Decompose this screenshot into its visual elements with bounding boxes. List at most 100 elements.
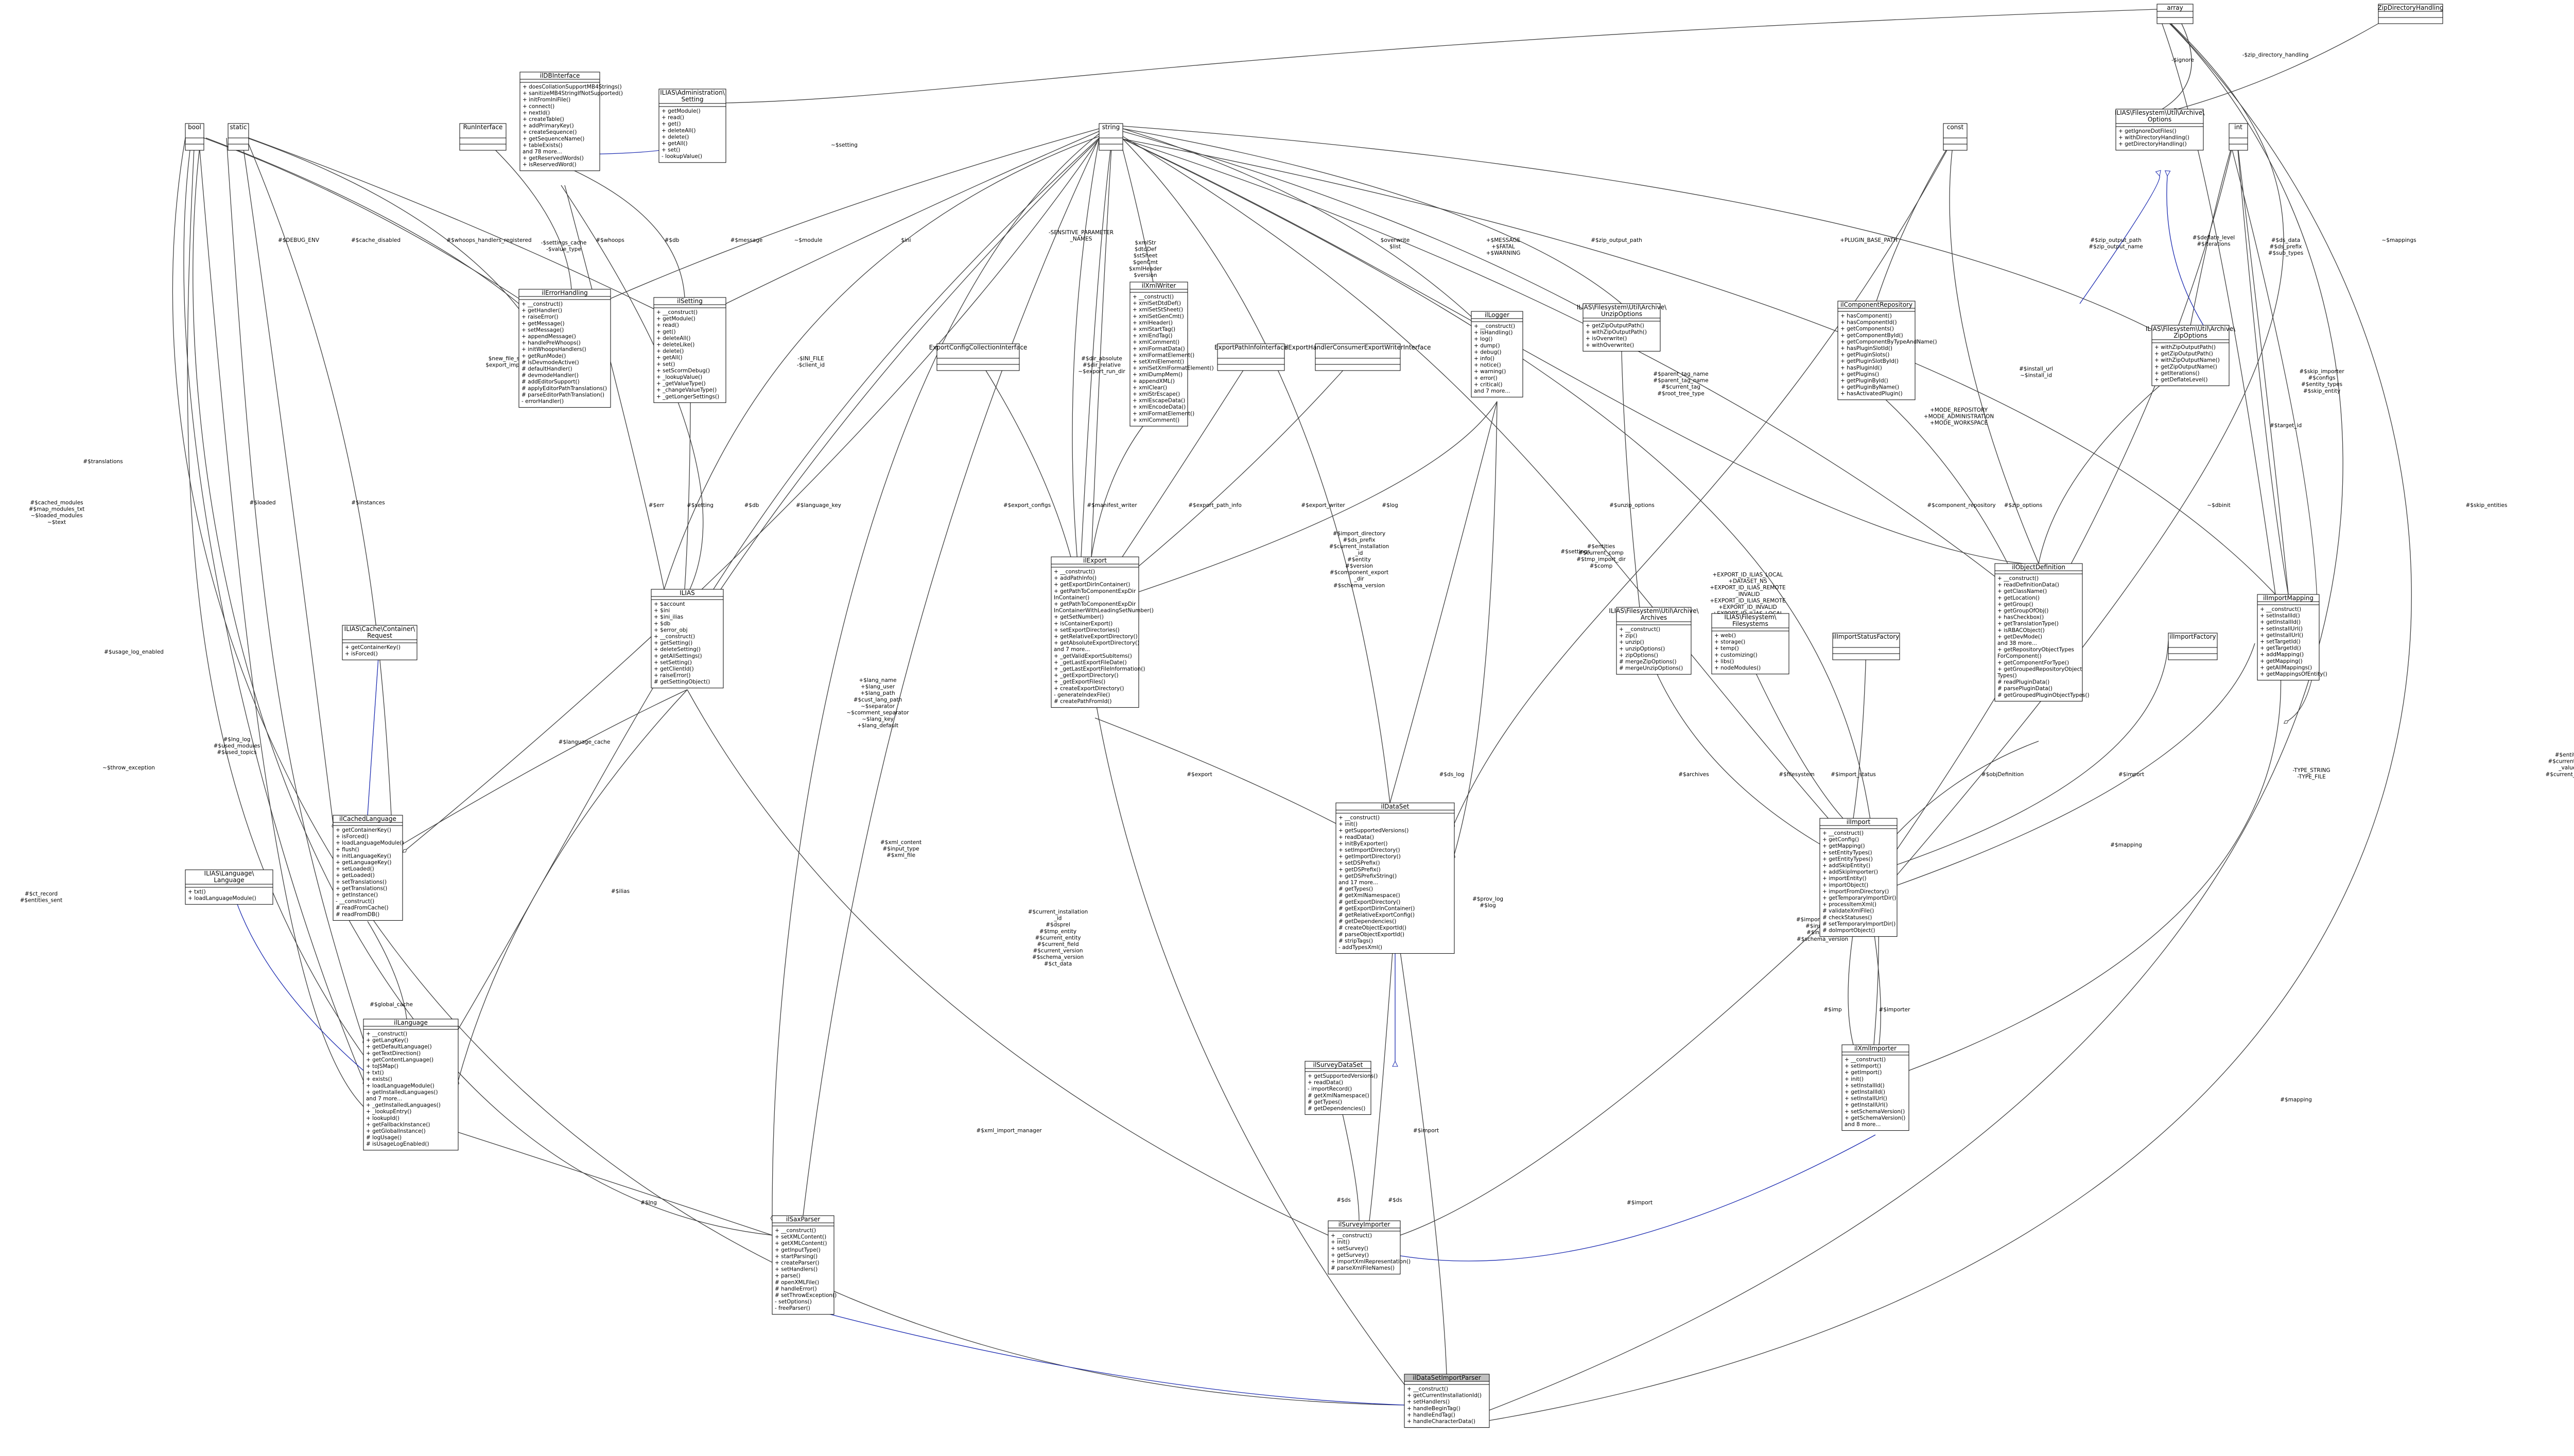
edge-label-module: ~$module xyxy=(794,237,823,243)
class-member: + createExportDirectory() xyxy=(1054,686,1124,692)
class-member: + setInstallUrl() xyxy=(1845,1096,1887,1102)
edge-label-instances: #$instances xyxy=(351,500,385,506)
class-node-string[interactable]: string xyxy=(1099,123,1123,151)
class-member: + debug() xyxy=(1474,349,1501,355)
class-member: + getEntityTypes() xyxy=(1822,856,1873,862)
class-box xyxy=(2151,325,2230,387)
class-node-const[interactable]: const xyxy=(1943,123,1968,151)
class-node-ilexport[interactable]: ilExport+ __construct()+ addPathInfo()+ … xyxy=(1051,556,1154,708)
class-node-fsfilesystems[interactable]: ILIAS\Filesystem\Filesystems+ web()+ sto… xyxy=(1711,613,1789,675)
class-title: ilImport xyxy=(1847,818,1871,826)
class-member: + toJSMap() xyxy=(366,1063,398,1069)
class-member: # stripTags() xyxy=(1338,938,1373,944)
collaboration-edge xyxy=(1891,640,2169,868)
class-member: + addSkipEntity() xyxy=(1822,863,1870,869)
class-node-zipdirhandling[interactable]: ZipDirectoryHandling xyxy=(2378,4,2444,24)
class-node-array[interactable]: array xyxy=(2156,4,2194,24)
edge-label-skip-entities: #$skip_entities xyxy=(2466,502,2508,508)
class-node-cachercontainer[interactable]: ILIAS\Cache\Container\Request+ getContai… xyxy=(342,625,418,660)
class-node-language[interactable]: ilLanguage+ __construct()+ getLangKey()+… xyxy=(363,1019,459,1151)
class-node-archives[interactable]: ILIAS\Filesystem\Util\Archive\Archives+ … xyxy=(1609,607,1699,675)
class-title: ILIAS\Language\Language xyxy=(204,870,255,884)
edge-label-export-path: #$export_path_info xyxy=(1188,502,1242,508)
collaboration-edge xyxy=(662,136,1100,595)
collaboration-edge xyxy=(193,137,778,1238)
class-member: + xmlEndTag() xyxy=(1133,333,1172,339)
collaboration-edge xyxy=(1876,391,2011,569)
class-member: + setTargetId() xyxy=(2260,639,2301,645)
class-node-surveydataset[interactable]: ilSurveyDataSet+ getSupportedVersions()+… xyxy=(1305,1061,1378,1115)
class-node-runinterface[interactable]: RunInterface xyxy=(459,123,507,151)
class-box xyxy=(1837,301,1916,400)
class-member: + set() xyxy=(662,147,680,153)
class-member: + getComponentById() xyxy=(1840,332,1903,339)
class-member: + getConfig() xyxy=(1822,837,1859,843)
class-member: + _getValueType() xyxy=(656,381,706,387)
class-node-archiveoptions[interactable]: ILIAS\Filesystem\Util\Archive\Options+ g… xyxy=(2115,109,2205,151)
collaboration-edge xyxy=(1094,717,1341,827)
class-member: + read() xyxy=(656,322,679,328)
collaboration-edge xyxy=(2156,10,2278,600)
class-member: # readFromDB() xyxy=(336,911,379,918)
class-member: + getInstallUrl() xyxy=(2260,632,2303,638)
collaboration-edge xyxy=(1089,407,1159,563)
class-node-componentrepo[interactable]: ilComponentRepository+ hasComponent()+ h… xyxy=(1837,301,1937,400)
collaboration-edge xyxy=(1652,663,1825,847)
class-node-ilias[interactable]: ILIAS+ $account+ $ini+ $ini_ilias+ $db+ … xyxy=(651,589,724,689)
class-node-cachedlanguage[interactable]: ilCachedLanguage+ getContainerKey()+ isF… xyxy=(333,815,404,921)
edge-label-error-msgs: +$MESSAGE+$FATAL+$WARNING xyxy=(1486,237,1521,256)
class-node-import[interactable]: ilImport+ __construct()+ getConfig()+ ge… xyxy=(1819,818,1898,937)
class-node-bool[interactable]: bool xyxy=(185,123,204,151)
class-node-ilxmlwriter[interactable]: ilXmlWriter+ __construct()+ xmlSetDtdDef… xyxy=(1129,282,1214,427)
collaboration-edge xyxy=(2157,11,2192,112)
class-member: + isRBACObject() xyxy=(1997,627,2045,634)
class-title: ilImportMapping xyxy=(2263,594,2314,602)
class-node-saxparser[interactable]: ilSaxParser+ __construct()+ setXMLConten… xyxy=(772,1215,837,1315)
class-title: ilDataSet xyxy=(1381,803,1409,810)
class-node-importmapping[interactable]: ilImportMapping+ __construct()+ setInsta… xyxy=(2257,594,2327,681)
class-title: ilExport xyxy=(1083,557,1107,564)
class-title: ilCachedLanguage xyxy=(339,815,396,822)
class-node-objdefinition[interactable]: ilObjectDefinition+ __construct()+ readD… xyxy=(1994,563,2090,701)
class-node-exportconfigcollection[interactable]: ExportConfigCollectionInterface xyxy=(929,343,1028,371)
class-node-dataset[interactable]: ilDataSet+ __construct()+ init()+ getSup… xyxy=(1335,802,1455,954)
inheritance-edge xyxy=(2079,176,2160,304)
class-member: + addSkipImporter() xyxy=(1822,869,1878,875)
class-node-exportpathinfo[interactable]: ExportPathInfoInterface xyxy=(1214,343,1288,371)
class-box xyxy=(518,289,611,408)
class-member: + getTranslations() xyxy=(336,885,387,891)
class-node-zipoptions[interactable]: ILIAS\Filesystem\Util\Archive\ZipOptions… xyxy=(2146,325,2236,387)
collaboration-edge xyxy=(1949,137,2042,569)
class-node-importstatusfactory[interactable]: ilImportStatusFactory xyxy=(1832,633,1900,660)
class-node-langlanguage[interactable]: ILIAS\Language\Language+ txt()+ loadLang… xyxy=(185,869,273,905)
class-node-xmlimporter[interactable]: ilXmlImporter+ __construct()+ setImport(… xyxy=(1841,1044,1909,1131)
class-node-exporthandlerconsumer[interactable]: ilExportHandlerConsumerExportWriterInter… xyxy=(1284,343,1431,371)
class-node-static[interactable]: static xyxy=(228,123,249,151)
class-node-importfactory[interactable]: ilImportFactory xyxy=(2168,633,2218,660)
edge-label-dbg-cached: #$cached_modules#$map_modules_txt~$loade… xyxy=(29,500,85,525)
class-member: + getRelativeExportDirectory() xyxy=(1054,634,1138,640)
class-member: + __construct() xyxy=(1331,1233,1372,1239)
edge-label-plugin-base: +PLUGIN_BASE_PATH xyxy=(1840,237,1898,243)
class-node-iladminsetting[interactable]: ILIAS\Administration\Setting+ getModule(… xyxy=(658,89,726,163)
edge-label-ilerr: #$err xyxy=(649,502,665,508)
class-member: + xmlEncodeData() xyxy=(1133,404,1186,410)
class-node-surveyimporter[interactable]: ilSurveyImporter+ __construct()+ init()+… xyxy=(1328,1220,1411,1275)
class-member: + libs() xyxy=(1714,658,1734,664)
edge-label-dbinit: ~$dbinit xyxy=(2207,502,2230,508)
class-node-int[interactable]: int xyxy=(2229,123,2248,151)
edge-label-comp-repo: #$component_repository xyxy=(1927,502,1995,508)
class-node-unzipoptions[interactable]: ILIAS\Filesystem\Util\Archive\UnzipOptio… xyxy=(1577,303,1667,352)
collaboration-edge xyxy=(2036,360,2191,569)
inheritance-edge xyxy=(2167,176,2204,326)
class-node-idbinterface[interactable]: ilDBInterface+ doesCollationSupportMB4St… xyxy=(519,72,623,171)
class-member: # setThrowException() xyxy=(775,1292,837,1299)
class-box xyxy=(1994,563,2083,701)
class-node-errorhandling[interactable]: ilErrorHandling+ __construct()+ getHandl… xyxy=(518,289,611,408)
class-node-main[interactable]: ilDataSetImportParser+ __construct()+ ge… xyxy=(1404,1374,1490,1428)
class-node-illogger[interactable]: ilLogger+ __construct()+ isHandling()+ l… xyxy=(1471,311,1523,398)
collaboration-edge xyxy=(1089,138,1112,563)
edge-label-import2: #$import xyxy=(2118,771,2144,778)
class-node-ilsetting[interactable]: ilSetting+ __construct()+ getModule()+ r… xyxy=(653,297,726,403)
class-member: and 17 more... xyxy=(1338,880,1378,886)
